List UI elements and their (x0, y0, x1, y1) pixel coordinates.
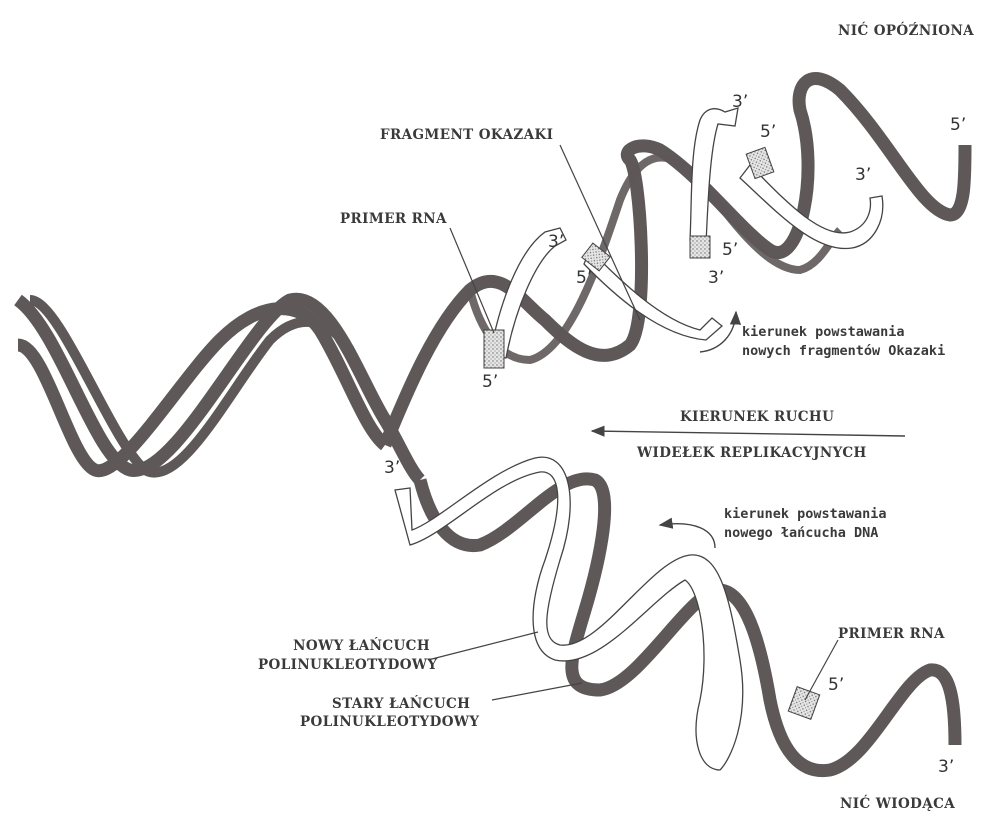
leader-new-chain (427, 631, 539, 661)
new-chain-label-1: NOWY ŁAŃCUCH (293, 638, 430, 654)
new-chain-label-2: POLINUKLEOTYDOWY (258, 657, 438, 673)
primer-rna-lower (787, 686, 821, 720)
leading-direction-arrow (658, 517, 716, 549)
leading-direction-label-2: nowego łańcucha DNA (724, 525, 879, 541)
leading-template-strand (413, 472, 962, 778)
okazaki-fragment-label: FRAGMENT OKAZAKI (380, 127, 554, 143)
old-chain-label-1: STARY ŁAŃCUCH (332, 696, 471, 712)
primer-rna-upper-2 (581, 242, 611, 272)
primer-rna-upper-1 (483, 329, 505, 369)
primer-rna-bottom-label: PRIMER RNA (838, 626, 945, 642)
leader-primer-bottom (804, 639, 839, 701)
primer-rna-upper-3 (689, 235, 711, 259)
okazaki-direction-arrow (699, 310, 742, 353)
parental-strand-a (13, 292, 425, 485)
parental-strand-b (16, 302, 390, 478)
leader-old-chain (491, 682, 583, 701)
new-leading-chain-ribbon (394, 456, 744, 771)
end-label-primer-5: 5’ (482, 372, 499, 392)
parental-strand-c (28, 295, 355, 478)
end-label-top-fragment-5: 5’ (760, 122, 777, 142)
fork-direction-arrow (590, 425, 906, 437)
leader-primer-top (449, 227, 495, 334)
okazaki-direction-label-1: kierunek powstawania (742, 324, 905, 340)
lagging-strand-label: NIĆ OPÓŹNIONA (838, 23, 975, 39)
old-chain-label-2: POLINUKLEOTYDOWY (300, 714, 480, 730)
leader-okazaki (559, 144, 641, 321)
end-label-bottom-primer-5: 5’ (828, 675, 845, 695)
end-label-okazaki-5: 5’ (576, 268, 593, 288)
okazaki-fragment-ribbon-3 (689, 107, 739, 245)
fork-direction-label-2: WIDEŁEK REPLIKACYJNYCH (637, 445, 867, 461)
end-label-top-fragment-3: 3’ (732, 92, 749, 112)
end-label-top-mid-3: 3’ (855, 165, 872, 185)
end-label-top-inner-3: 3’ (708, 268, 725, 288)
okazaki-direction-label-2: nowych fragmentów Okazaki (742, 343, 946, 359)
primer-rna-upper-4 (745, 146, 775, 180)
end-label-top-inner-5: 5’ (722, 240, 739, 260)
fork-direction-label-1: KIERUNEK RUCHU (680, 409, 835, 425)
leading-strand-label: NIĆ WIODĄCA (840, 796, 956, 812)
okazaki-fragment-ribbon-1 (489, 227, 567, 359)
end-label-primer-3: 3’ (548, 232, 565, 252)
leading-direction-label-1: kierunek powstawania (724, 506, 887, 522)
lagging-template-strand-back (466, 153, 844, 365)
primer-rna-top-label: PRIMER RNA (340, 211, 447, 227)
end-label-bottom-left-3: 3’ (384, 458, 401, 478)
end-label-top-right-5: 5’ (950, 115, 967, 135)
end-label-bottom-right-3: 3’ (938, 757, 955, 777)
